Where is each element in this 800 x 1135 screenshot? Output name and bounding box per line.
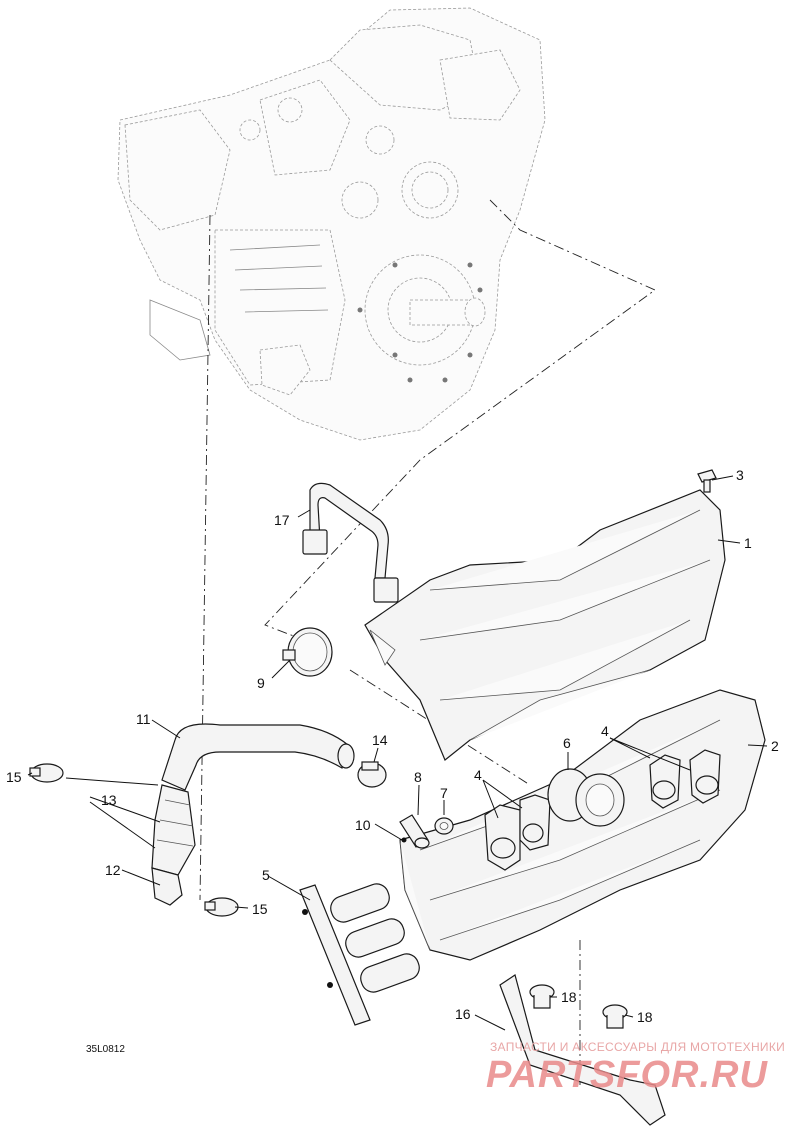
part-1-intake-cover [364, 489, 726, 761]
callout-14: 14 [372, 732, 388, 748]
callout-11: 11 [136, 711, 151, 727]
callout-7: 7 [440, 785, 448, 801]
callout-4-left: 4 [474, 767, 482, 783]
callout-13: 13 [101, 792, 117, 808]
leader-lines [27, 475, 768, 1031]
part-8-fitting [399, 814, 430, 849]
part-9-clamp [282, 627, 333, 677]
part-14-clamp [357, 761, 387, 788]
callout-18-b: 18 [637, 1009, 653, 1025]
callout-16: 16 [455, 1006, 471, 1022]
callout-5: 5 [262, 867, 270, 883]
callout-12: 12 [105, 862, 121, 878]
part-13-filter-hose [151, 784, 196, 876]
part-6-rubber-boot [547, 768, 625, 827]
callout-17: 17 [274, 512, 290, 528]
part-17-strap [302, 482, 399, 603]
callout-3: 3 [736, 467, 744, 483]
drawing-code: 35L0812 [86, 1044, 125, 1055]
callout-4-right: 4 [601, 723, 609, 739]
part-11-hose [161, 723, 355, 791]
callout-18-a: 18 [561, 989, 577, 1005]
engine-assembly [117, 7, 546, 441]
part-7-washer [434, 817, 454, 835]
callout-15-upper: 15 [6, 769, 22, 785]
part-18-grommet-b [602, 1004, 628, 1029]
callout-10: 10 [355, 817, 371, 833]
callout-15-lower: 15 [252, 901, 268, 917]
callout-8: 8 [414, 769, 422, 785]
callout-labels: 3 1 2 4 4 5 6 7 8 9 10 11 12 13 14 15 15… [6, 467, 779, 1055]
part-12-hose-end [151, 867, 183, 906]
part-3-screw [697, 469, 717, 493]
part-5-filter-element [299, 883, 420, 1026]
part-16-bracket [499, 974, 666, 1126]
part-10-drain [401, 837, 407, 843]
part-15-clamp-lower [204, 897, 239, 917]
callout-9: 9 [257, 675, 265, 691]
callout-6: 6 [563, 735, 571, 751]
callout-1: 1 [744, 535, 752, 551]
part-15-clamp-upper [29, 763, 64, 783]
part-18-grommet-a [529, 984, 555, 1009]
callout-2: 2 [771, 738, 779, 754]
